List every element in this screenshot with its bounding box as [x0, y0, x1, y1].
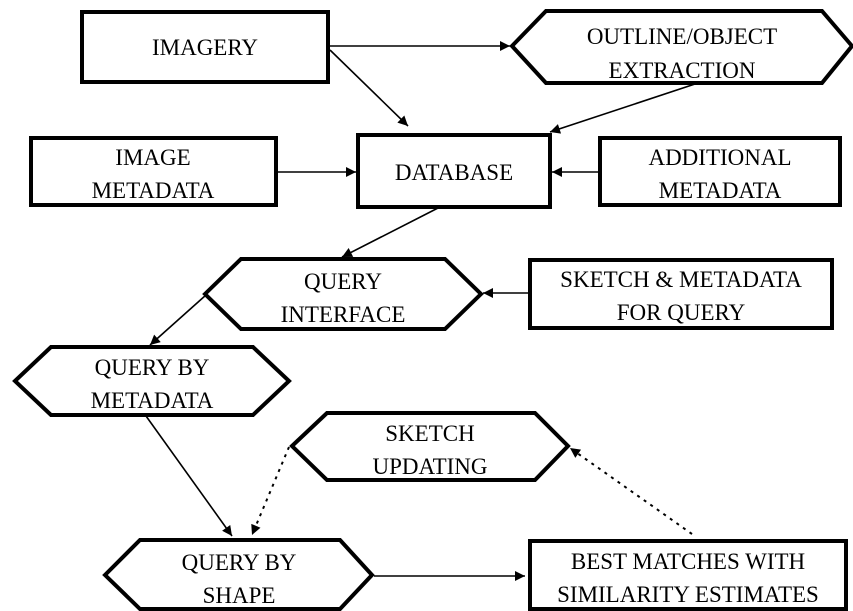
svg-text:QUERY BY: QUERY BY — [182, 550, 297, 575]
node-best-matches: BEST MATCHES WITH SIMILARITY ESTIMATES — [528, 539, 848, 611]
node-outline-extraction-box — [509, 9, 853, 85]
edge-sketch-updating-to-query-by-shape — [251, 446, 290, 536]
svg-text:DATABASE: DATABASE — [395, 160, 513, 185]
node-query-interface-box — [202, 257, 484, 331]
node-sketch-updating-box — [289, 411, 571, 482]
node-outline-extraction-label-2: EXTRACTION — [609, 58, 756, 83]
edge-query-by-metadata-to-query-by-shape — [145, 415, 233, 537]
edges — [145, 41, 696, 581]
svg-text:QUERY BY: QUERY BY — [95, 355, 210, 380]
node-database: DATABASE — [356, 133, 552, 209]
node-query-by-metadata-label-2: METADATA — [91, 388, 214, 413]
svg-text:OUTLINE/OBJECT: OUTLINE/OBJECT — [587, 24, 777, 49]
node-image-metadata: IMAGE METADATA — [29, 136, 278, 207]
node-query-by-metadata-label-1: QUERY BY — [95, 355, 210, 380]
node-query-by-shape-label-1: QUERY BY — [182, 550, 297, 575]
node-sketch-metadata-query-label-1: SKETCH & METADATA — [560, 267, 802, 292]
edge-best-matches-to-sketch-updating — [569, 447, 693, 535]
svg-text:ADDITIONAL: ADDITIONAL — [648, 145, 791, 170]
node-sketch-metadata-query-label-2: FOR QUERY — [617, 300, 746, 325]
svg-text:FOR QUERY: FOR QUERY — [617, 300, 746, 325]
node-image-metadata-label-2: METADATA — [92, 178, 215, 203]
node-best-matches-label-2: SIMILARITY ESTIMATES — [557, 582, 819, 607]
edge-query-interface-to-query-by-metadata — [149, 294, 207, 346]
svg-text:IMAGE: IMAGE — [115, 145, 190, 170]
node-sketch-metadata-query-box — [528, 258, 834, 330]
node-imagery: IMAGERY — [80, 10, 330, 84]
node-additional-metadata-label-1: ADDITIONAL — [648, 145, 791, 170]
svg-text:SIMILARITY ESTIMATES: SIMILARITY ESTIMATES — [557, 582, 819, 607]
svg-text:METADATA: METADATA — [659, 178, 782, 203]
svg-text:SHAPE: SHAPE — [203, 583, 276, 608]
node-query-by-shape-box — [102, 538, 375, 611]
node-additional-metadata-label-2: METADATA — [659, 178, 782, 203]
svg-text:EXTRACTION: EXTRACTION — [609, 58, 756, 83]
svg-text:UPDATING: UPDATING — [373, 454, 488, 479]
node-database-box — [356, 133, 552, 209]
svg-text:INTERFACE: INTERFACE — [281, 302, 406, 327]
node-sketch-updating: SKETCH UPDATING — [289, 411, 571, 482]
node-image-metadata-label-1: IMAGE — [115, 145, 190, 170]
svg-text:SKETCH: SKETCH — [385, 421, 474, 446]
svg-text:QUERY: QUERY — [304, 269, 382, 294]
node-database-label: DATABASE — [395, 160, 513, 185]
node-imagery-box — [80, 10, 330, 84]
node-additional-metadata-box — [598, 136, 842, 207]
node-outline-extraction: OUTLINE/OBJECT EXTRACTION — [509, 9, 853, 85]
node-best-matches-box — [528, 539, 848, 611]
edge-imagery-to-database — [329, 49, 409, 127]
edge-outline-extraction-to-database — [549, 83, 696, 134]
node-query-by-shape: QUERY BY SHAPE — [102, 538, 375, 611]
node-best-matches-label-1: BEST MATCHES WITH — [571, 549, 805, 574]
node-sketch-updating-label-1: SKETCH — [385, 421, 474, 446]
svg-text:BEST MATCHES WITH: BEST MATCHES WITH — [571, 549, 805, 574]
svg-text:METADATA: METADATA — [92, 178, 215, 203]
node-query-by-metadata-box — [12, 345, 292, 417]
svg-text:IMAGERY: IMAGERY — [152, 35, 258, 60]
node-sketch-updating-label-2: UPDATING — [373, 454, 488, 479]
node-query-interface-label-1: QUERY — [304, 269, 382, 294]
node-query-interface-label-2: INTERFACE — [281, 302, 406, 327]
node-image-metadata-box — [29, 136, 278, 207]
node-sketch-metadata-query: SKETCH & METADATA FOR QUERY — [528, 258, 834, 330]
svg-text:METADATA: METADATA — [91, 388, 214, 413]
node-outline-extraction-label-1: OUTLINE/OBJECT — [587, 24, 777, 49]
node-query-by-metadata: QUERY BY METADATA — [12, 345, 292, 417]
node-imagery-label: IMAGERY — [152, 35, 258, 60]
edge-database-to-query-interface — [341, 207, 439, 258]
svg-text:SKETCH & METADATA: SKETCH & METADATA — [560, 267, 802, 292]
node-query-interface: QUERY INTERFACE — [202, 257, 484, 331]
node-query-by-shape-label-2: SHAPE — [203, 583, 276, 608]
node-additional-metadata: ADDITIONAL METADATA — [598, 136, 842, 207]
